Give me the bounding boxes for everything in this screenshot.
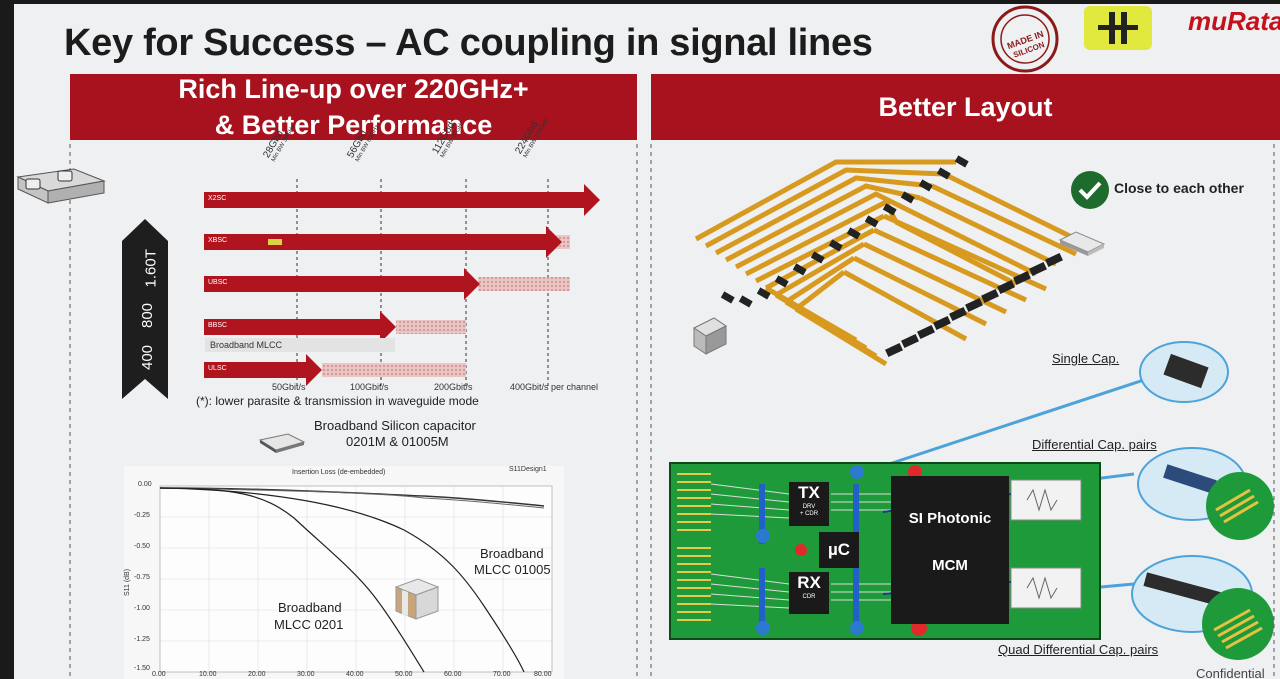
capacitor-logo-icon — [1084, 6, 1152, 50]
ubsc-arrow — [204, 268, 480, 300]
x-tick-3: 30.00 — [297, 671, 315, 678]
x2sc-arrow — [204, 184, 600, 216]
curve1-label-line2: MLCC 0201 — [274, 617, 344, 632]
made-in-silicon-stamp-icon: MADE IN SILICON — [991, 5, 1059, 73]
mlcc-chip-icon — [693, 317, 727, 355]
tx-label: TX — [798, 483, 820, 502]
tx-sub: DRV + CDR — [799, 504, 819, 517]
row-label-ulsc: ULSC — [208, 365, 227, 372]
y-tick-1: -0.25 — [134, 512, 150, 519]
insertion-loss-plot — [124, 466, 564, 679]
right-banner: Better Layout — [651, 74, 1280, 140]
confidential-label: Confidential — [1196, 666, 1265, 679]
diff-cap-label: Differential Cap. pairs — [1032, 437, 1157, 452]
left-banner-line2: & Better Performance — [214, 110, 493, 140]
y-tick-3: -0.75 — [134, 574, 150, 581]
row-label-bbsc: BBSC — [208, 322, 228, 329]
capacitor-3d-icon — [16, 168, 106, 204]
check-text: Close to each other — [1114, 180, 1244, 196]
pcb-traces — [677, 465, 1082, 636]
plot-ylabel: S11 (dB) — [124, 568, 132, 597]
x-tick-8: 80.00 — [534, 671, 552, 678]
mcm-label: MCM — [932, 557, 968, 574]
curve2-label-line2: MLCC 01005 — [474, 562, 551, 577]
speed-arrow-icon — [122, 219, 168, 399]
bottom-marker-50: 50Gbit/s — [272, 382, 306, 392]
y-tick-6: -1.50 — [134, 665, 150, 672]
si-photonic-label: SI Photonic — [908, 510, 992, 527]
section-dividers — [69, 144, 1275, 679]
silicon-chip-icon — [1058, 231, 1106, 256]
right-banner-title: Better Layout — [878, 92, 1053, 122]
x-tick-2: 20.00 — [248, 671, 266, 678]
xbsc-arrow — [204, 226, 562, 258]
bottom-marker-200: 200Gbit/s — [434, 382, 473, 392]
slide-title: Key for Success – AC coupling in signal … — [64, 22, 873, 64]
left-banner: Rich Line-up over 220GHz+ & Better Perfo… — [70, 74, 637, 140]
y-tick-2: -0.50 — [134, 543, 150, 550]
row-label-ubsc: UBSC — [208, 279, 228, 286]
ulsc-arrow — [204, 354, 322, 386]
curve1-label-line1: Broadband — [278, 600, 342, 615]
bottom-marker-400: 400Gbit/s per channel — [510, 382, 599, 392]
rx-sub: CDR — [802, 594, 816, 600]
x-tick-6: 60.00 — [444, 671, 462, 678]
check-icon — [1071, 171, 1109, 209]
x-tick-5: 50.00 — [395, 671, 413, 678]
y-tick-0: 0.00 — [138, 481, 152, 488]
mlcc-cube-icon — [394, 578, 440, 620]
murata-logo: muRata — [1188, 6, 1280, 36]
quad-cap-label: Quad Differential Cap. pairs — [998, 642, 1159, 657]
plot-title: Insertion Loss (de-embedded) — [292, 469, 386, 476]
curve2-label-line1: Broadband — [480, 546, 544, 561]
footnote: (*): lower parasite & transmission in wa… — [196, 394, 479, 408]
row-label-xbsc: XBSC — [208, 237, 228, 244]
x-tick-1: 10.00 — [199, 671, 217, 678]
trace-layout-diagram — [694, 155, 1088, 367]
y-tick-4: -1.00 — [134, 605, 150, 612]
broadband-mlcc-tag: Broadband MLCC — [210, 340, 283, 350]
bbsc-arrow — [204, 311, 396, 343]
slide: Key for Success – AC coupling in signal … — [14, 4, 1280, 679]
bsc-label-line1: Broadband Silicon capacitor — [314, 418, 476, 433]
si-photonic-mcm-chip: SI Photonic MCM — [891, 476, 1009, 624]
y-tick-5: -1.25 — [134, 636, 150, 643]
rx-chip: RX CDR — [789, 572, 829, 614]
tx-chip: TX DRV + CDR — [789, 482, 829, 526]
pcb-board: TX DRV + CDR µC RX CDR SI Photonic MCM — [669, 462, 1101, 640]
rx-label: RX — [797, 573, 821, 592]
left-banner-line1: Rich Line-up over 220GHz+ — [178, 74, 529, 104]
quad-pad-icon — [1202, 588, 1274, 660]
diff-pad-icon — [1206, 472, 1274, 540]
single-cap-label: Single Cap. — [1052, 351, 1120, 366]
bottom-marker-100: 100Gbit/s — [350, 382, 389, 392]
bsc-label-line2: 0201M & 01005M — [346, 434, 449, 449]
plot-legend: S11Design1 — [509, 466, 547, 473]
uc-chip: µC — [819, 532, 859, 568]
roadmap-diagram — [204, 179, 600, 389]
x-tick-7: 70.00 — [493, 671, 511, 678]
row-label-x2sc: X2SC — [208, 195, 227, 202]
x-tick-0: 0.00 — [152, 671, 166, 678]
silicon-capacitor-chip-icon — [258, 433, 306, 453]
x-tick-4: 40.00 — [346, 671, 364, 678]
